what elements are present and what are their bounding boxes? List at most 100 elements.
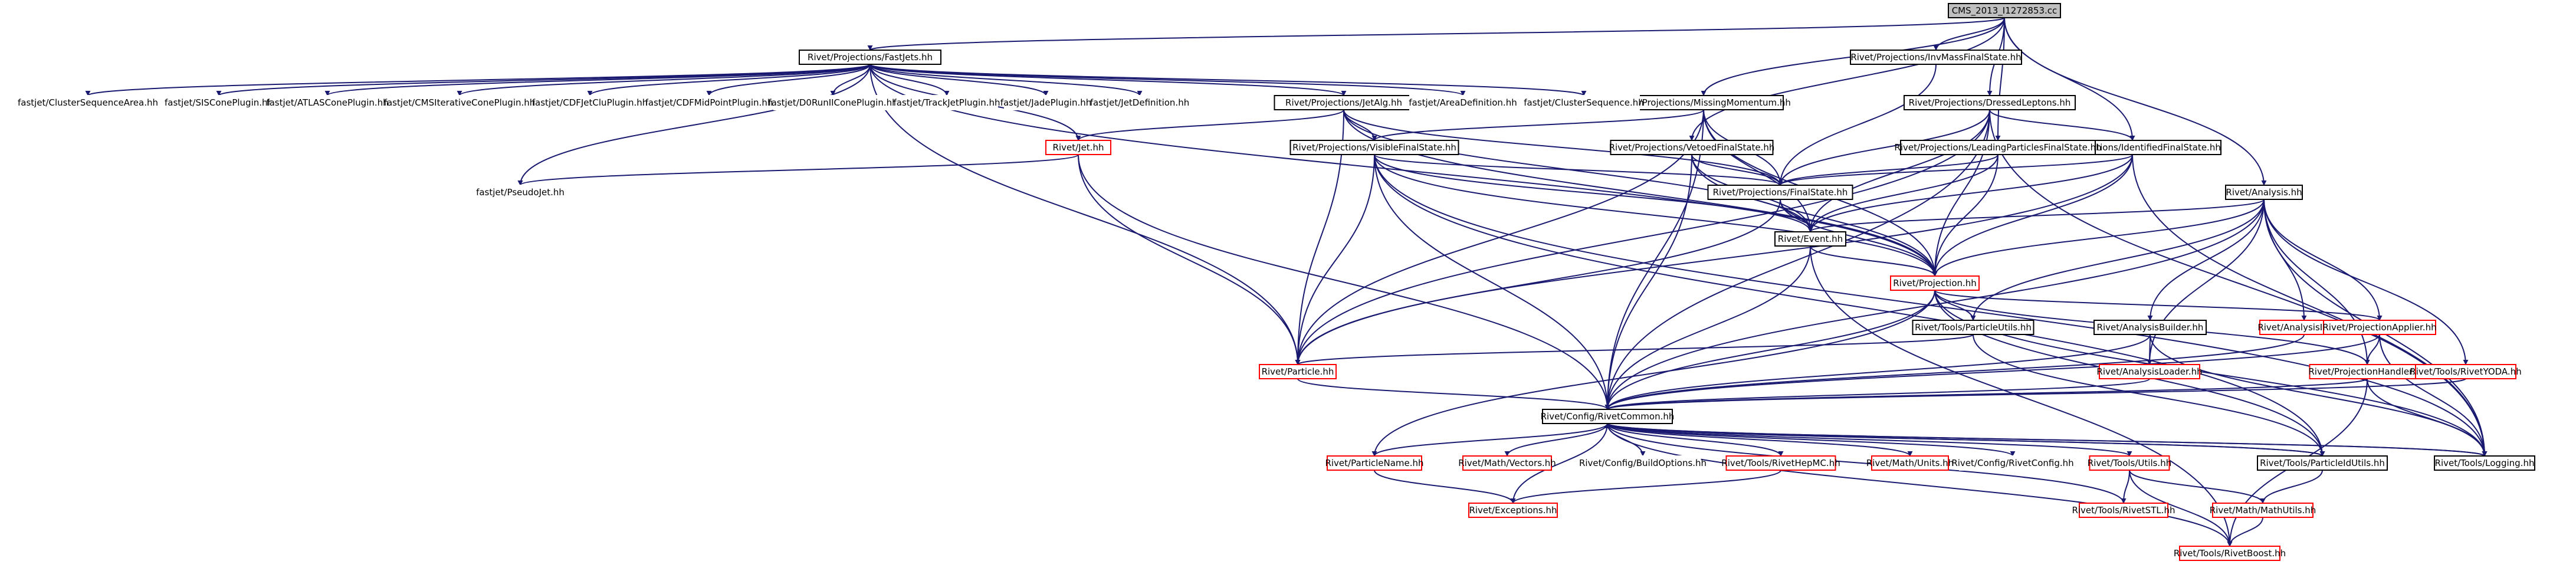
node-analysisloader[interactable]: Rivet/AnalysisLoader.hh xyxy=(2096,364,2203,379)
edge-particle-to-rivetcommon xyxy=(1297,378,1610,410)
edge-root-to-idfs xyxy=(2004,17,2135,141)
node-logging-box xyxy=(2434,455,2535,471)
edge-jet-to-pseudojet xyxy=(517,154,1079,186)
edge-rivetcommon-to-rivetboost xyxy=(1607,423,2233,547)
node-analysisbuilder-box xyxy=(2093,320,2207,335)
edge-vetoed-to-rivetcommon xyxy=(1604,154,1692,410)
edge-mathutils-to-rivetboost xyxy=(2227,517,2263,547)
node-cmsitcone[interactable]: fastjet/CMSIterativeConePlugin.hh xyxy=(384,95,536,110)
node-lpfs-box xyxy=(1900,140,2096,155)
edge-visible-to-particle xyxy=(1295,154,1375,365)
node-jet-box xyxy=(1045,140,1111,155)
edge-lpfs-to-projection xyxy=(1932,154,1999,277)
node-rivetboost-label: Rivet/Tools/RivetBoost.hh xyxy=(2174,548,2286,559)
node-analysis[interactable]: Rivet/Analysis.hh xyxy=(2225,185,2303,200)
node-rivetcommon[interactable]: Rivet/Config/RivetCommon.hh xyxy=(1541,409,1675,424)
edge-rivetcommon-to-exceptions xyxy=(1510,423,1608,504)
node-invmass[interactable]: Rivet/Projections/InvMassFinalState.hh xyxy=(1850,50,2022,65)
node-finalstate[interactable]: Rivet/Projections/FinalState.hh xyxy=(1707,185,1853,200)
edge-fastjets-to-pseudojet xyxy=(517,64,871,186)
node-atlascone[interactable]: fastjet/ATLASConePlugin.hh xyxy=(266,95,389,110)
node-utils[interactable]: Rivet/Tools/Utils.hh xyxy=(2088,455,2171,471)
node-finalstate-label: Rivet/Projections/FinalState.hh xyxy=(1713,187,1848,198)
node-rivetconfig[interactable]: Rivet/Config/RivetConfig.hh xyxy=(1951,455,2074,471)
node-vectors[interactable]: Rivet/Math/Vectors.hh xyxy=(1458,455,1556,471)
node-units-box xyxy=(1871,455,1949,471)
node-particlename-label: Rivet/ParticleName.hh xyxy=(1325,458,1423,468)
edge-jet-to-rivetcommon xyxy=(1078,154,1610,410)
node-rivethepmc[interactable]: Rivet/Tools/RivetHepMC.hh xyxy=(1721,455,1840,471)
node-trackjet-label: fastjet/TrackJetPlugin.hh xyxy=(894,97,1000,108)
node-particleutils[interactable]: Rivet/Tools/ParticleUtils.hh xyxy=(1912,320,2034,335)
node-pseudojet[interactable]: fastjet/PseudoJet.hh xyxy=(475,185,566,200)
node-rivetstl[interactable]: Rivet/Tools/RivetSTL.hh xyxy=(2072,503,2175,518)
node-dressed[interactable]: Rivet/Projections/DressedLeptons.hh xyxy=(1904,95,2076,110)
node-lpfs[interactable]: Rivet/Projections/LeadingParticlesFinalS… xyxy=(1894,140,2102,155)
edge-visible-to-event xyxy=(1374,154,1813,232)
node-particle-box xyxy=(1259,364,1337,379)
node-fastjets[interactable]: Rivet/Projections/FastJets.hh xyxy=(799,50,941,65)
node-siscone-label: fastjet/SISConePlugin.hh xyxy=(165,97,273,108)
node-trackjet[interactable]: fastjet/TrackJetPlugin.hh xyxy=(894,95,1000,110)
node-particleidutils-label: Rivet/Tools/ParticleIdUtils.hh xyxy=(2260,458,2385,468)
edge-particlename-to-exceptions xyxy=(1374,470,1516,504)
node-areadef[interactable]: fastjet/AreaDefinition.hh xyxy=(1409,95,1517,110)
edge-rivetcommon-to-utils xyxy=(1607,423,2132,457)
edge-event-to-rivetcommon xyxy=(1604,245,1811,410)
node-missmom[interactable]: Rivet/Projections/MissingMomentum.hh xyxy=(1616,95,1791,110)
node-analysisbuilder[interactable]: Rivet/AnalysisBuilder.hh xyxy=(2093,320,2207,335)
node-projhandler[interactable]: Rivet/ProjectionHandler.hh xyxy=(2308,364,2426,379)
edge-finalstate-to-projection xyxy=(1780,199,1938,277)
node-clusterseq[interactable]: fastjet/ClusterSequence.hh xyxy=(1524,95,1644,110)
edge-dressed-to-logging xyxy=(1989,109,2488,457)
edge-analysisloader-to-rivetcommon xyxy=(1604,378,2150,410)
node-pseudojet-label: fastjet/PseudoJet.hh xyxy=(476,187,565,198)
node-exceptions[interactable]: Rivet/Exceptions.hh xyxy=(1468,503,1558,518)
node-rivetyoda[interactable]: Rivet/Tools/RivetYODA.hh xyxy=(2410,364,2522,379)
edge-projection-to-rivetcommon xyxy=(1604,290,1935,410)
node-rivethepmc-label: Rivet/Tools/RivetHepMC.hh xyxy=(1721,458,1840,468)
node-cmsitcone-box xyxy=(389,95,530,110)
node-units[interactable]: Rivet/Math/Units.hh xyxy=(1866,455,1954,471)
node-mathutils[interactable]: Rivet/Math/MathUtils.hh xyxy=(2210,503,2316,518)
node-cdfmidpoint[interactable]: fastjet/CDFMidPointPlugin.hh xyxy=(645,95,773,110)
node-jetdef[interactable]: fastjet/JetDefinition.hh xyxy=(1090,95,1189,110)
node-jet[interactable]: Rivet/Jet.hh xyxy=(1045,140,1111,155)
edge-rivetcommon-to-vectors xyxy=(1504,423,1608,457)
edge-dressed-to-projection xyxy=(1932,109,1990,277)
node-logging[interactable]: Rivet/Tools/Logging.hh xyxy=(2434,455,2535,471)
node-particleidutils[interactable]: Rivet/Tools/ParticleIdUtils.hh xyxy=(2257,455,2388,471)
node-cdfjetclu[interactable]: fastjet/CDFJetCluPlugin.hh xyxy=(532,95,648,110)
edge-fastjets-to-cmsitcone xyxy=(457,64,871,96)
node-vetoed[interactable]: Rivet/Projections/VetoedFinalState.hh xyxy=(1609,140,1775,155)
edge-lpfs-to-finalstate xyxy=(1777,154,1999,186)
node-cdfjetclu-box xyxy=(536,95,644,110)
node-buildoptions[interactable]: Rivet/Config/BuildOptions.hh xyxy=(1579,455,1707,471)
node-vectors-label: Rivet/Math/Vectors.hh xyxy=(1458,458,1556,468)
edge-missmom-to-particle xyxy=(1295,109,1704,365)
node-particle[interactable]: Rivet/Particle.hh xyxy=(1259,364,1337,379)
edge-utils-to-rivetstl xyxy=(2121,470,2130,504)
edge-missmom-to-visible xyxy=(1371,109,1704,141)
node-atlascone-label: fastjet/ATLASConePlugin.hh xyxy=(266,97,388,108)
node-siscone-box xyxy=(166,95,272,110)
node-d0run-label: fastjet/D0RunIIConePlugin.hh xyxy=(768,97,897,108)
edge-fastjets-to-cdfmidpoint xyxy=(706,64,871,96)
node-projection[interactable]: Rivet/Projection.hh xyxy=(1890,275,1980,291)
edge-finalstate-to-particle xyxy=(1295,199,1781,365)
edge-logging-to-rivetcommon xyxy=(1604,423,2485,457)
edge-root-to-invmass xyxy=(1933,17,2005,51)
node-jade[interactable]: fastjet/JadePlugin.hh xyxy=(1000,95,1092,110)
node-csa[interactable]: fastjet/ClusterSequenceArea.hh xyxy=(17,95,159,110)
edge-analysis-to-projection xyxy=(1932,199,2265,277)
node-particlename[interactable]: Rivet/ParticleName.hh xyxy=(1325,455,1424,471)
node-siscone[interactable]: fastjet/SISConePlugin.hh xyxy=(165,95,273,110)
node-visible[interactable]: Rivet/Projections/VisibleFinalState.hh xyxy=(1289,140,1459,155)
node-mathutils-box xyxy=(2212,503,2314,518)
node-projapplier[interactable]: Rivet/ProjectionApplier.hh xyxy=(2322,320,2437,335)
node-event[interactable]: Rivet/Event.hh xyxy=(1774,231,1846,247)
node-rivetboost[interactable]: Rivet/Tools/RivetBoost.hh xyxy=(2174,546,2286,561)
edge-root-to-fastjets xyxy=(868,17,2005,51)
node-d0run[interactable]: fastjet/D0RunIIConePlugin.hh xyxy=(768,95,898,110)
node-jetalg[interactable]: Rivet/Projections/JetAlg.hh xyxy=(1274,95,1414,110)
